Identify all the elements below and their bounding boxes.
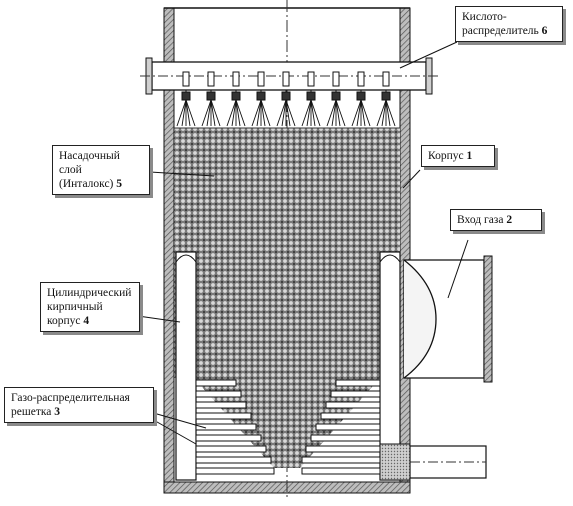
packing-funnel: [194, 378, 380, 468]
label-brick-shell-line1: Цилиндрический: [47, 287, 132, 299]
leader-gas-inlet: [447, 239, 469, 299]
packed-bed: [174, 128, 400, 378]
grid-bar: [310, 434, 381, 442]
grid-bar: [315, 423, 381, 431]
label-packing-line2: слой: [59, 164, 82, 176]
nozzle: [301, 71, 321, 127]
label-gas-grid-num: 3: [54, 406, 60, 418]
label-gas-inlet: Вход газа 2: [450, 209, 542, 231]
label-packing-line3: (Инталокс): [59, 178, 114, 190]
label-acid-distributor-line1: Кислото-: [462, 11, 507, 23]
grid-bar: [330, 390, 381, 398]
grid-bars-left: [195, 379, 275, 475]
label-gas-grid: Газо-распределительная решетка 3: [4, 387, 154, 423]
grid-bar: [305, 445, 381, 453]
label-gas-inlet-num: 2: [506, 214, 513, 226]
label-gas-grid-line2: решетка: [11, 406, 52, 418]
label-packing: Насадочный слой (Инталокс) 5: [52, 145, 150, 195]
grid-bar: [195, 434, 262, 442]
nozzle: [351, 71, 371, 127]
brick-wall-left: [175, 251, 197, 481]
label-acid-distributor-num: 6: [541, 25, 548, 37]
grid-bar: [301, 456, 381, 464]
leader-grid-a: [149, 411, 207, 429]
grid-bar: [320, 412, 381, 420]
nozzle: [326, 71, 346, 127]
leader-grid-b: [149, 417, 197, 445]
label-brick-shell-line2: кирпичный: [47, 301, 103, 313]
label-brick-shell-line3: корпус: [47, 315, 81, 327]
label-brick-shell-num: 4: [83, 315, 90, 327]
grid-bar: [195, 401, 247, 409]
grid-bar: [335, 379, 381, 387]
label-acid-distributor-line2: распределитель: [462, 25, 539, 37]
nozzle: [201, 71, 221, 127]
grid-bar: [195, 467, 275, 475]
nozzle: [226, 71, 246, 127]
label-shell-num: 1: [466, 150, 473, 162]
grid-bar: [301, 467, 381, 475]
leader-distributor: [399, 41, 458, 69]
leader-packing: [149, 171, 215, 177]
label-gas-grid-line1: Газо-распределительная: [11, 392, 130, 404]
label-shell-text: Корпус: [428, 150, 464, 162]
label-packing-line1: Насадочный: [59, 150, 120, 162]
grid-bar: [195, 423, 257, 431]
grid-bar: [195, 412, 252, 420]
nozzle: [176, 71, 196, 127]
label-gas-inlet-text: Вход газа: [457, 214, 504, 226]
grid-bar: [195, 456, 272, 464]
label-packing-num: 5: [116, 178, 123, 190]
grid-bar: [195, 379, 237, 387]
grid-bar: [325, 401, 381, 409]
nozzle: [376, 71, 396, 127]
grid-bar: [195, 390, 242, 398]
grid-bar: [195, 445, 267, 453]
nozzle: [251, 71, 271, 127]
nozzle: [276, 71, 296, 127]
distributor-nozzles: [176, 71, 396, 127]
leader-brick: [137, 315, 181, 323]
leader-shell: [402, 169, 421, 189]
label-acid-distributor: Кислото- распределитель 6: [455, 6, 563, 42]
label-brick-shell: Цилиндрический кирпичный корпус 4: [40, 282, 140, 332]
label-shell: Корпус 1: [421, 145, 495, 167]
